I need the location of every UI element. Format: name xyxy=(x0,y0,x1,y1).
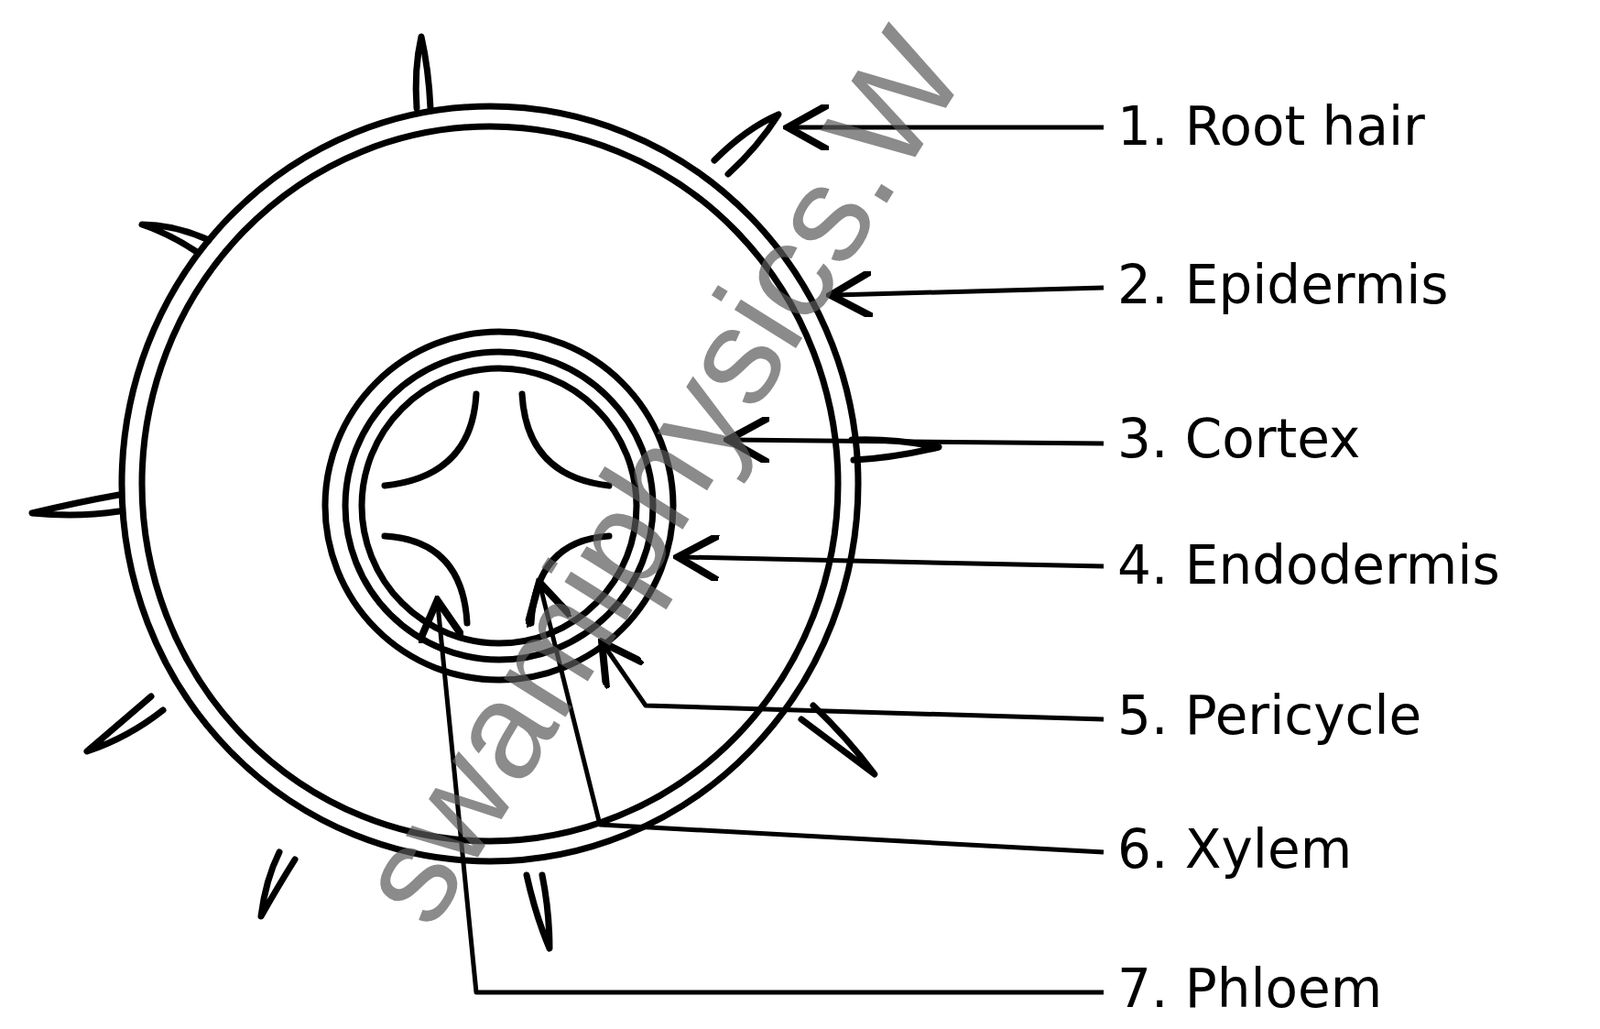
callout-label: 5. Pericycle xyxy=(1117,686,1422,746)
callout-label: 1. Root hair xyxy=(1117,97,1426,157)
callout-label: 4. Endodermis xyxy=(1117,536,1501,596)
callout-label: 2. Epidermis xyxy=(1117,256,1449,316)
callout-label: 3. Cortex xyxy=(1117,410,1361,469)
callout-label: 7. Phloem xyxy=(1117,959,1383,1019)
callout-label: 6. Xylem xyxy=(1117,820,1352,880)
